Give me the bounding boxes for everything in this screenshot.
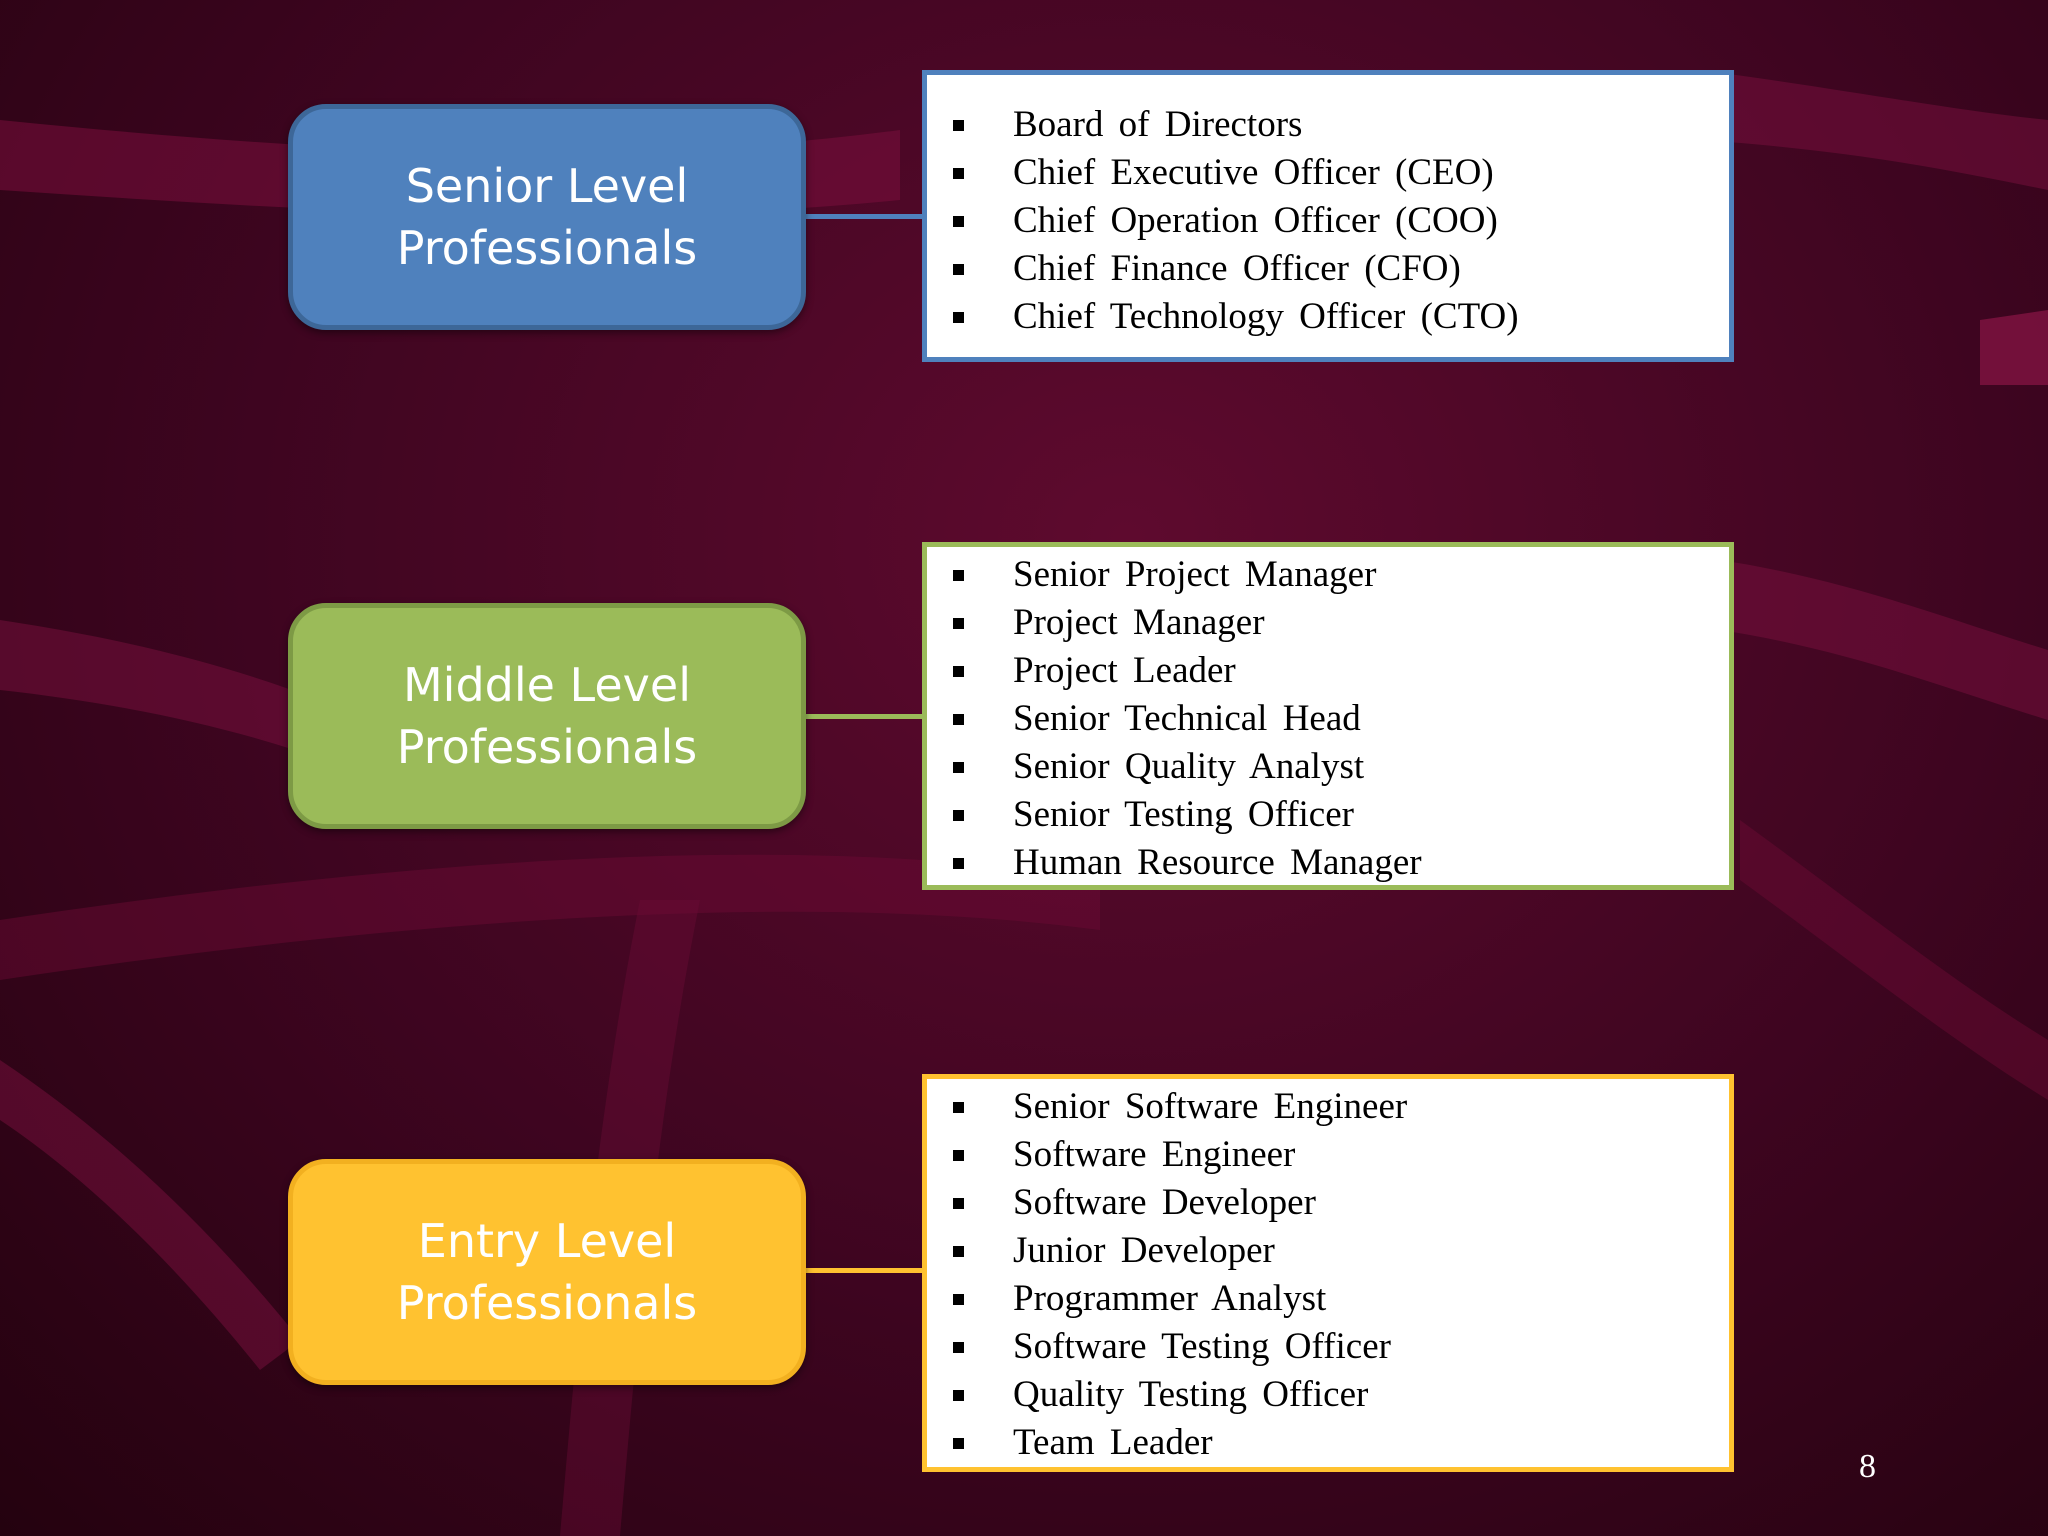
list-item: Software Testing Officer [953,1325,1391,1368]
list-item: Senior Testing Officer [953,793,1354,836]
list-item: Chief Executive Officer (CEO) [953,151,1494,194]
level-box-entry: Entry Level Professionals [288,1159,806,1385]
list-item: Software Engineer [953,1133,1295,1176]
list-item: Senior Software Engineer [953,1085,1407,1128]
connector-entry [806,1268,922,1273]
list-item: Quality Testing Officer [953,1373,1368,1416]
list-item: Senior Technical Head [953,697,1361,740]
list-item: Programmer Analyst [953,1277,1326,1320]
list-item: Senior Project Manager [953,553,1376,596]
list-item: Chief Technology Officer (CTO) [953,295,1519,338]
list-item: Human Resource Manager [953,841,1422,884]
page-number: 8 [1859,1448,1876,1485]
list-box-senior: Board of Directors Chief Executive Offic… [922,70,1734,362]
list-item: Project Manager [953,601,1265,644]
list-item: Software Developer [953,1181,1316,1224]
list-box-entry: Senior Software Engineer Software Engine… [922,1074,1734,1472]
list-item: Junior Developer [953,1229,1275,1272]
connector-middle [806,714,922,719]
connector-senior [806,214,922,219]
level-box-senior: Senior Level Professionals [288,104,806,330]
list-item: Senior Quality Analyst [953,745,1364,788]
list-item: Chief Operation Officer (COO) [953,199,1498,242]
list-box-middle: Senior Project Manager Project Manager P… [922,542,1734,890]
list-item: Team Leader [953,1421,1213,1464]
level-box-middle: Middle Level Professionals [288,603,806,829]
list-item: Chief Finance Officer (CFO) [953,247,1461,290]
list-item: Project Leader [953,649,1236,692]
list-item: Board of Directors [953,103,1302,146]
